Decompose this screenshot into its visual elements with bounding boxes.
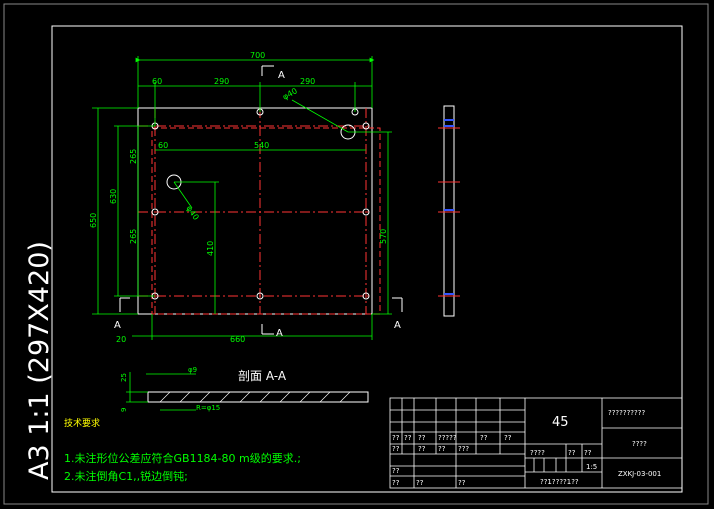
dimension-lines [92, 56, 392, 340]
dim-height-630: 630 [109, 189, 118, 204]
dim-section-thickness: 25 [120, 373, 128, 382]
notes-line2: 2.未注倒角C1,,锐边倒钝; [64, 469, 188, 483]
tb-cell-3: ????? [438, 434, 457, 442]
title-drawing-no: ZXKJ-03-001 [618, 470, 661, 478]
notes-line1: 1.未注形位公差应符合GB1184-80 m级的要求.; [64, 451, 301, 465]
dim-hole-dia-2: φ40 [184, 204, 200, 222]
title-company: ???? [632, 440, 647, 448]
technical-notes: 技术要求 1.未注形位公差应符合GB1184-80 m级的要求.; 2.未注倒角… [64, 417, 301, 483]
tb-cell-4: ?? [480, 434, 488, 442]
dim-bottom-offset: 20 [116, 335, 126, 344]
dim-inner-left: 60 [158, 141, 168, 150]
title-drawing-name: ?????????? [608, 409, 645, 417]
dim-section-hole: φ9 [188, 366, 197, 374]
notes-heading: 技术要求 [64, 417, 100, 429]
section-cut-symbols [119, 65, 403, 335]
sheet-size-label: A3 1:1 (297X420) [24, 241, 55, 480]
dim-hole-dia: φ40 [281, 86, 299, 102]
dim-section-offset: 9 [120, 408, 128, 412]
tb-cell-13: ?? [392, 467, 400, 475]
drawing-frame [51, 25, 683, 493]
tb-cell-7: ?? [418, 445, 426, 453]
section-title: 剖面 A-A [238, 369, 287, 383]
dim-height-265-bottom: 265 [129, 229, 138, 244]
tb-cell-8: ?? [438, 445, 446, 453]
dim-height-410: 410 [206, 241, 215, 256]
section-marker-bottom: A [276, 328, 283, 339]
tb-cell-1: ?? [404, 434, 412, 442]
section-marker-right: A [394, 320, 401, 331]
section-view: 25 9 φ9 R=φ15 剖面 A-A [120, 366, 369, 412]
dim-overall-height: 650 [89, 213, 98, 228]
center-lines [138, 108, 372, 314]
sheet-border [3, 3, 709, 505]
mounting-holes [151, 108, 370, 300]
tb-cell-10: ???? [530, 449, 545, 457]
tb-cell-2: ?? [418, 434, 426, 442]
tb-cell-12: ?? [584, 449, 592, 457]
tb-cell-5: ?? [504, 434, 512, 442]
dim-height-265-top: 265 [129, 149, 138, 164]
main-plate [137, 107, 381, 315]
tb-cell-15: ?? [416, 479, 424, 487]
tb-cell-6: ?? [392, 445, 400, 453]
dim-bottom-width: 660 [230, 335, 245, 344]
title-material: 45 [552, 415, 569, 430]
title-date: ??1????1?? [540, 478, 579, 486]
section-marker-left: A [114, 320, 121, 331]
title-block [389, 397, 683, 489]
dim-span-right: 290 [300, 77, 315, 86]
tb-cell-16: ?? [458, 479, 466, 487]
dim-section-counterbore: R=φ15 [196, 404, 220, 412]
section-marker-top: A [278, 70, 285, 81]
side-view [438, 105, 460, 317]
tb-cell-14: ?? [392, 479, 400, 487]
dim-total-width: 700 [250, 51, 265, 60]
dim-height-570: 570 [379, 229, 388, 244]
tb-cell-11: ?? [568, 449, 576, 457]
tb-cell-0: ?? [392, 434, 400, 442]
dim-left-offset: 60 [152, 77, 162, 86]
tb-cell-9: ??? [458, 445, 469, 453]
dim-inner-span: 540 [254, 141, 269, 150]
dim-span-left: 290 [214, 77, 229, 86]
title-scale: 1:5 [586, 463, 597, 471]
